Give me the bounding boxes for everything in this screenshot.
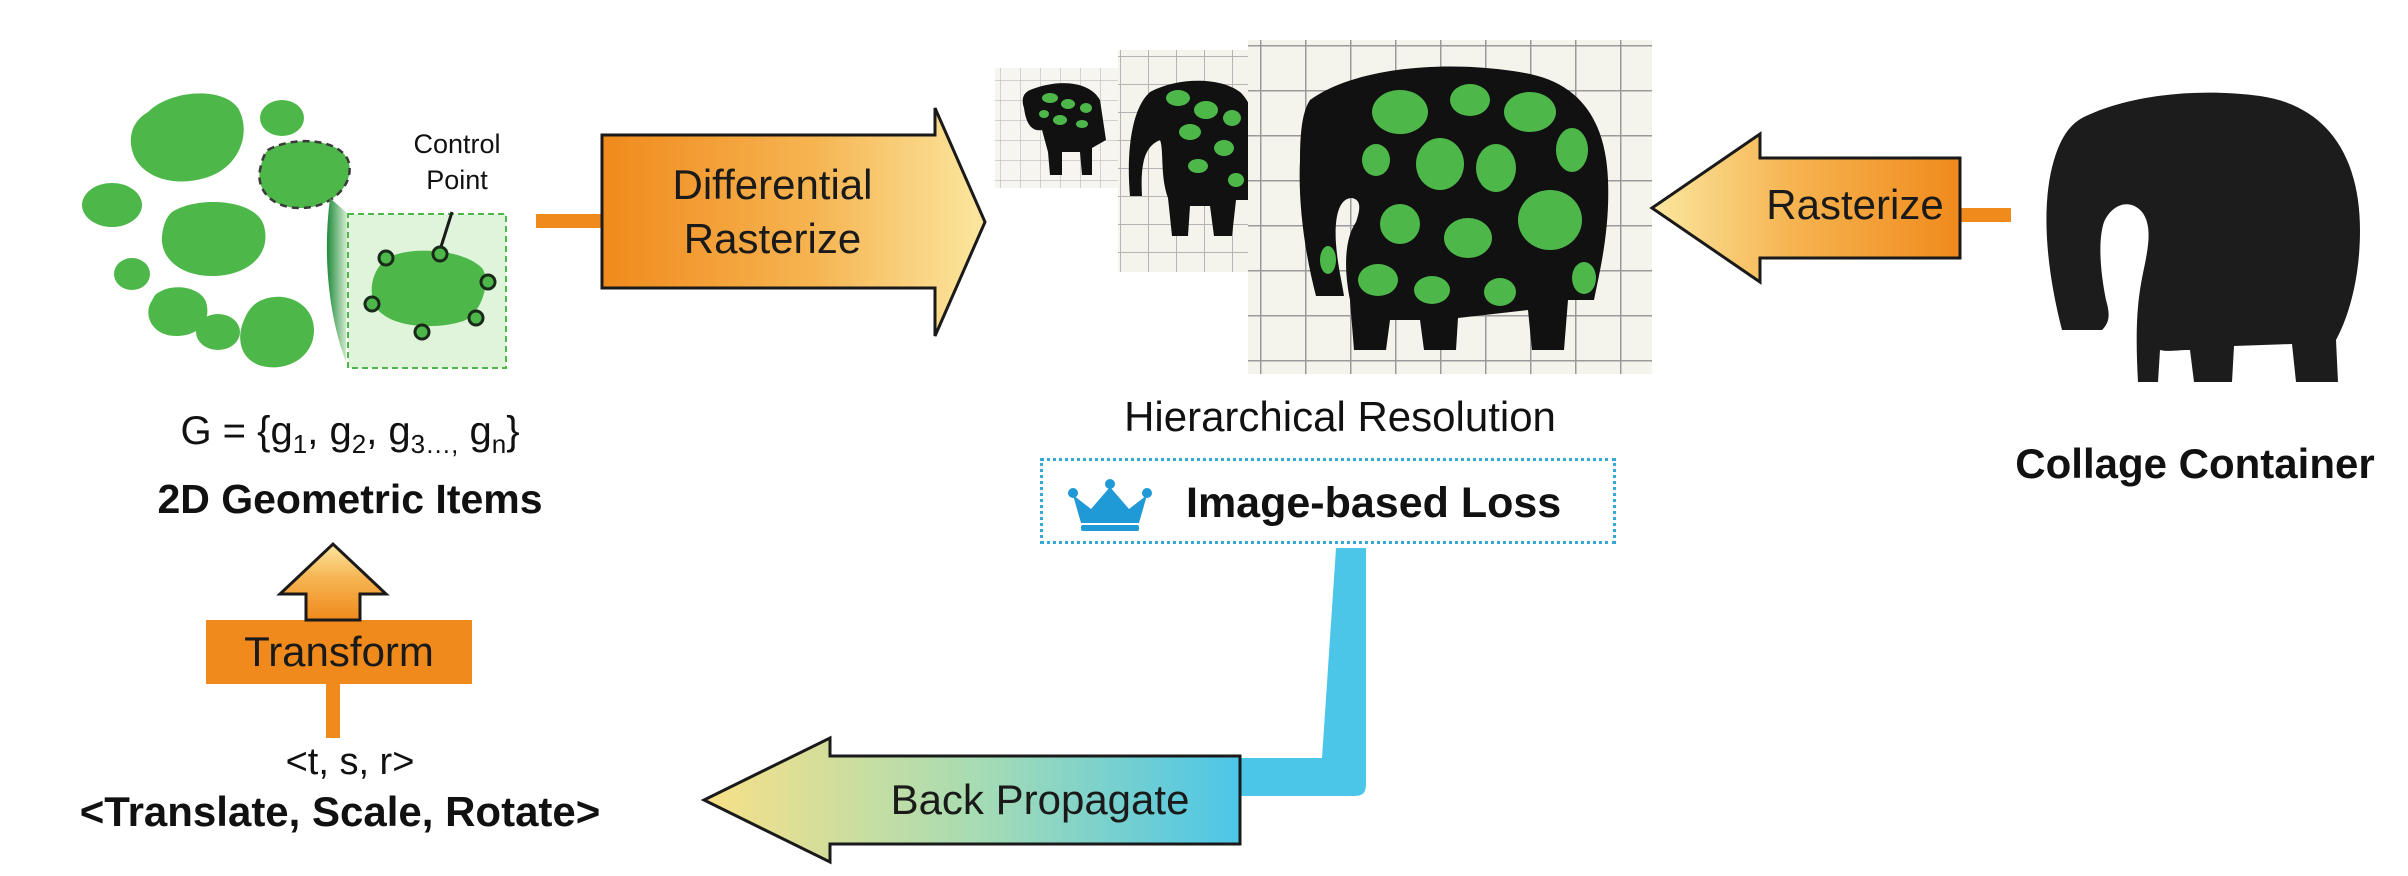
control-point-marker xyxy=(363,295,381,313)
control-point-marker xyxy=(413,323,431,341)
rasterize-arrow-tail xyxy=(1955,208,2011,222)
control-point-inset xyxy=(347,211,507,369)
hierarchical-resolution-label: Hierarchical Resolution xyxy=(1124,393,1556,440)
differential-rasterize-arrow xyxy=(600,107,987,337)
transform-up-arrow xyxy=(276,541,390,622)
set-mid-1: , g xyxy=(307,409,352,453)
geometric-items-blobs xyxy=(82,93,351,368)
control-point-label-line2: Point xyxy=(426,165,488,195)
set-sub-n: n xyxy=(491,429,507,459)
differential-label-line1: Differential xyxy=(672,161,873,208)
differential-label-line2: Rasterize xyxy=(683,215,862,262)
transform-box xyxy=(206,620,472,684)
control-point-label-line1: Control xyxy=(413,129,501,159)
backprop-connector xyxy=(1240,548,1366,796)
set-mid-2: , g xyxy=(366,409,411,453)
rasterize-label: Rasterize xyxy=(1766,181,1944,228)
back-propagate-label: Back Propagate xyxy=(890,776,1190,823)
image-based-loss-box: Image-based Loss xyxy=(1040,458,1616,544)
collage-container-elephant xyxy=(2046,92,2360,383)
transform-label: Transform xyxy=(244,628,434,675)
control-point-marker xyxy=(431,245,449,263)
hierarchical-resolution-stack xyxy=(995,40,1652,374)
transform-params-long: <Translate, Scale, Rotate> xyxy=(79,788,601,835)
set-sub-3: 3…, xyxy=(410,429,459,459)
rasterize-arrow xyxy=(1649,131,1962,285)
control-point-label: Control Point xyxy=(392,126,522,198)
collage-container-title: Collage Container xyxy=(2015,440,2375,487)
transform-arrow-tail xyxy=(326,676,340,738)
set-sub-1: 1 xyxy=(292,429,308,459)
set-suffix: } xyxy=(506,409,520,453)
back-propagate-arrow xyxy=(700,735,1242,865)
control-point-marker xyxy=(377,249,395,267)
differential-arrow-tail xyxy=(536,214,606,228)
set-prefix: G = {g xyxy=(180,409,293,453)
set-sub-2: 2 xyxy=(351,429,367,459)
geometric-items-title: 2D Geometric Items xyxy=(157,476,543,522)
control-point-marker xyxy=(467,309,485,327)
control-point-marker xyxy=(479,273,497,291)
zoom-wedge xyxy=(326,198,348,362)
image-based-loss-label: Image-based Loss xyxy=(1186,479,1562,527)
differential-rasterize-label: Differential Rasterize xyxy=(610,158,935,266)
transform-params-short: <t, s, r> xyxy=(285,741,415,783)
geometric-set-formula: G = {g1, g2, g3…, gn} xyxy=(100,409,600,460)
crown-icon xyxy=(1068,479,1152,531)
set-mid-3: g xyxy=(458,409,492,453)
